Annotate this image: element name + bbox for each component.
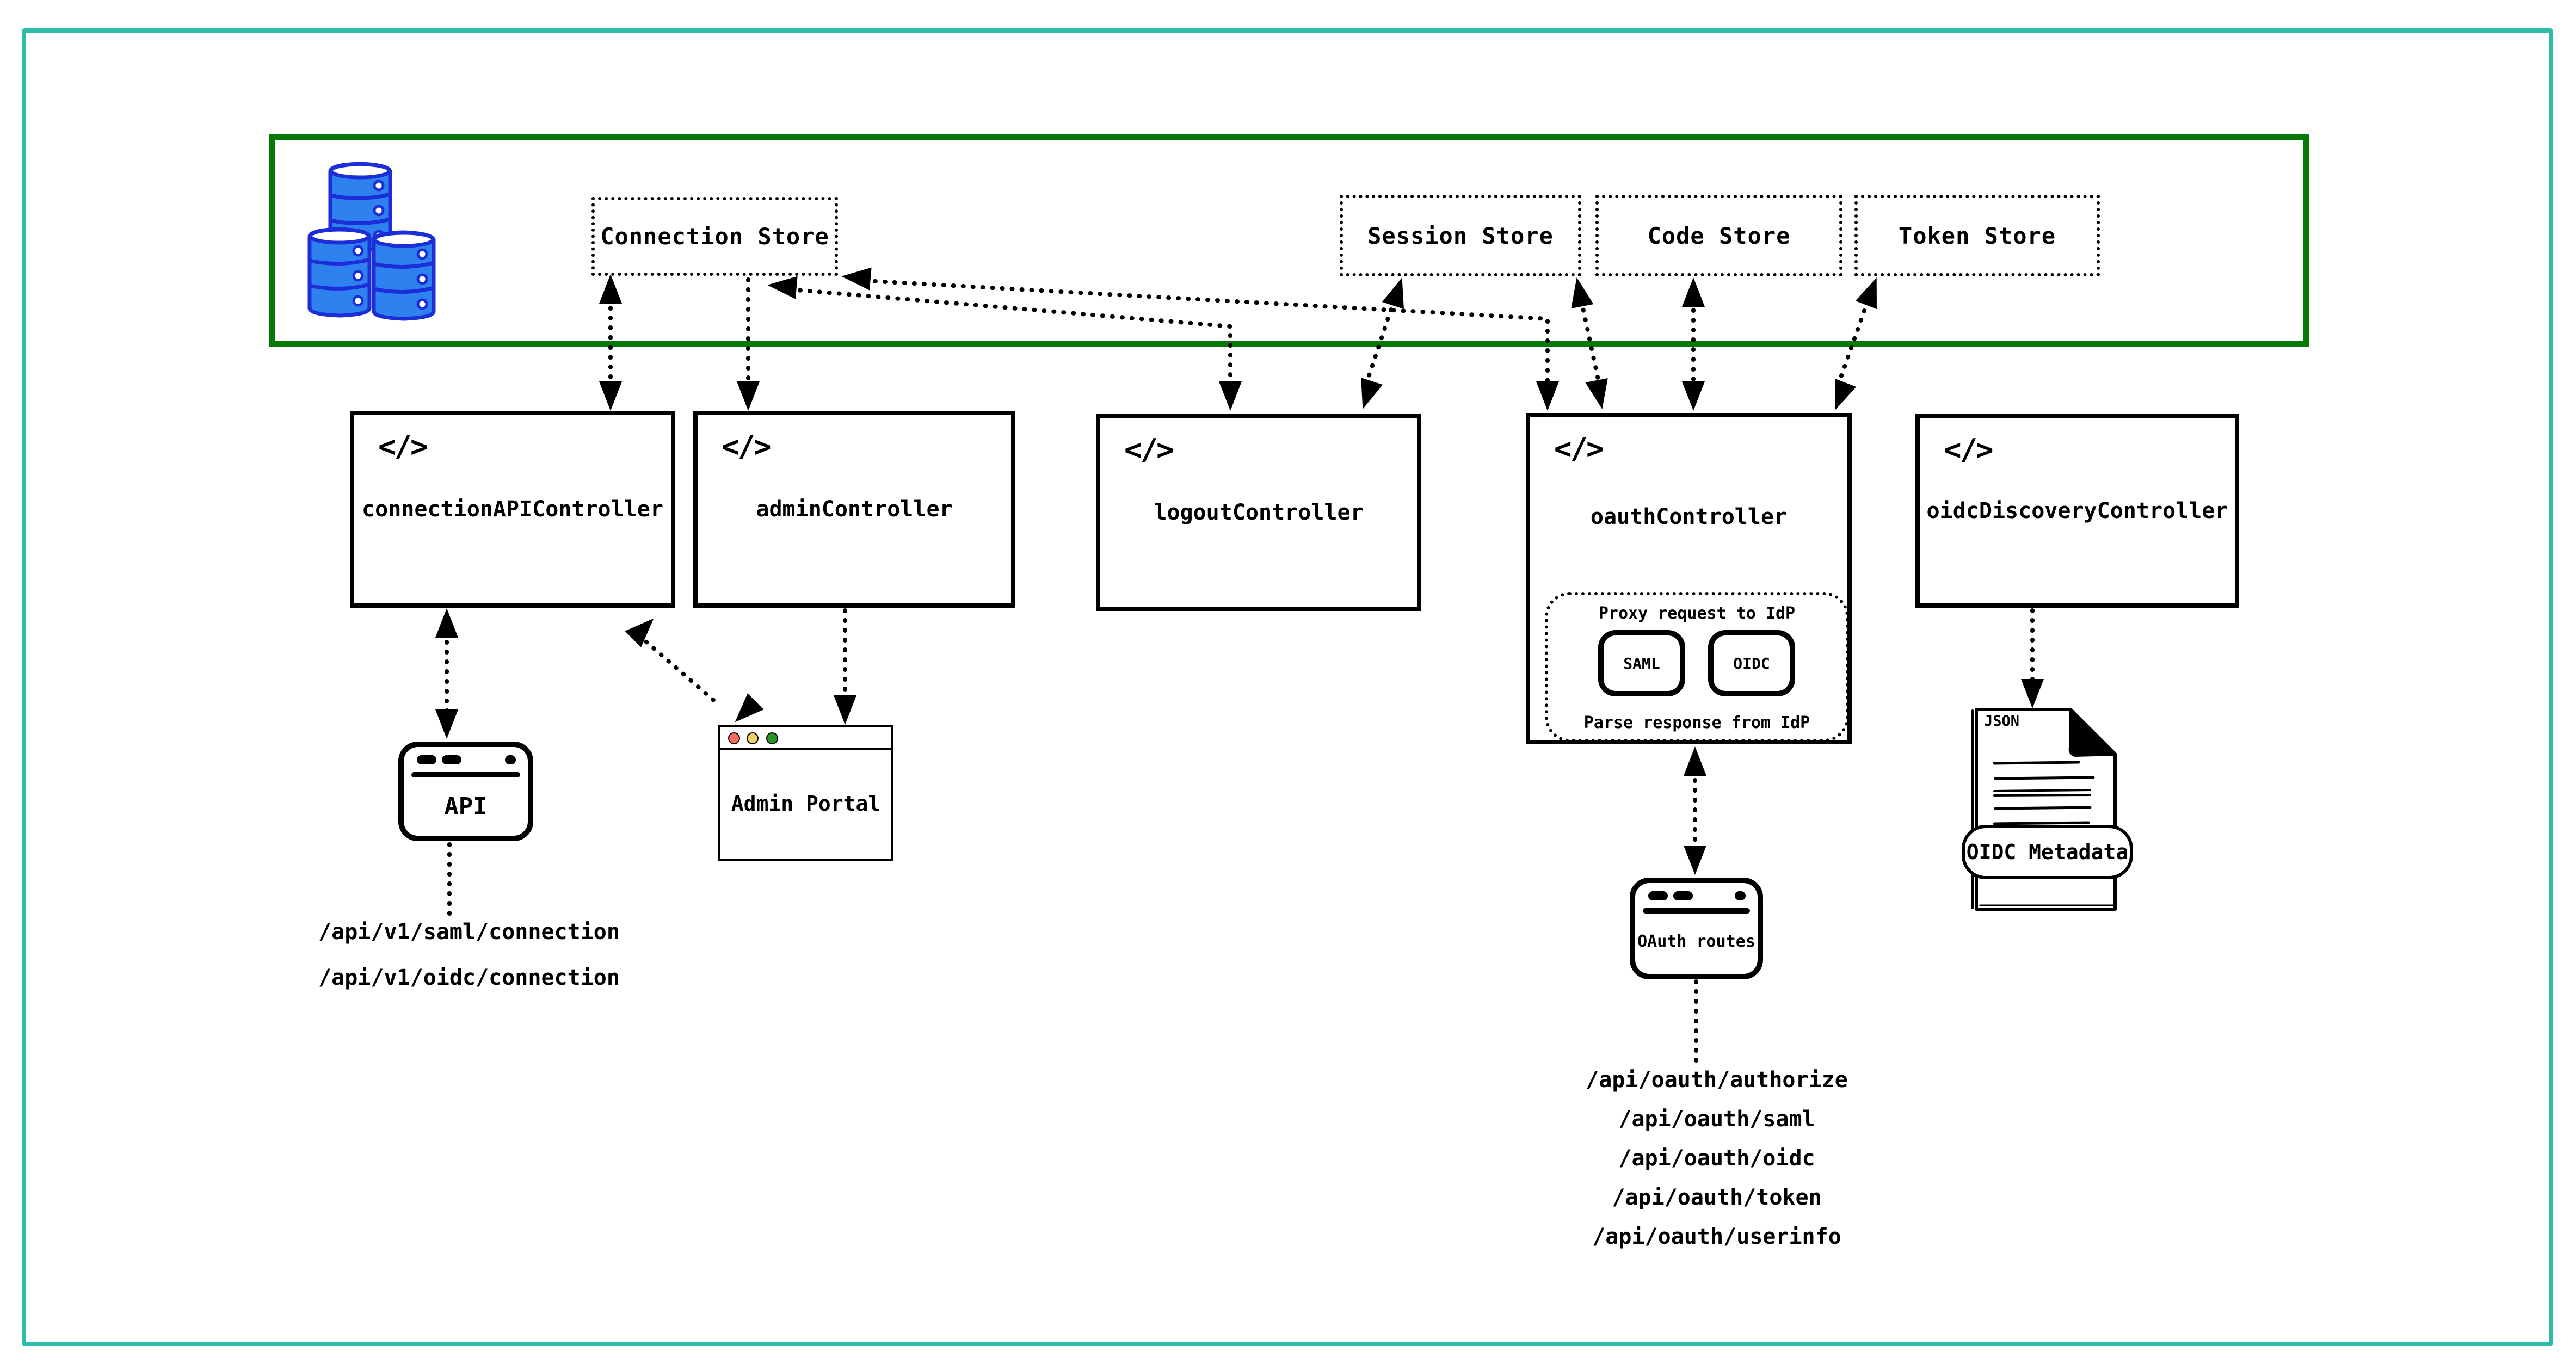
oidc-metadata-label: OIDC Metadata <box>1966 840 2129 864</box>
outer-frame <box>22 28 2553 1346</box>
oauth-endpoints: /api/oauth/authorize /api/oauth/saml /ap… <box>1554 1067 1880 1263</box>
connection-store-box: Connection Store <box>591 197 838 276</box>
close-traffic-light <box>728 732 740 744</box>
oauth-routes-label: OAuth routes <box>1637 932 1755 951</box>
oauth-controller-label: oauthController <box>1590 504 1788 529</box>
session-store-box: Session Store <box>1340 195 1581 276</box>
api-window-icon: API <box>398 742 533 841</box>
endpoint: /api/v1/saml/connection <box>318 919 620 945</box>
endpoint: /api/oauth/oidc <box>1618 1146 1815 1171</box>
endpoint: /api/oauth/token <box>1612 1185 1822 1210</box>
json-doc-label: JSON <box>1984 713 2020 730</box>
window-bar <box>411 772 520 777</box>
code-icon: </> <box>722 429 772 464</box>
endpoint: /api/oauth/saml <box>1618 1107 1815 1132</box>
admin-portal-label: Admin Portal <box>731 792 881 816</box>
proxy-request-label: Proxy request to IdP <box>1598 604 1796 623</box>
window-dot <box>1648 891 1668 900</box>
window-dot <box>442 755 461 764</box>
admin-controller-label: adminController <box>756 497 953 522</box>
oauth-routes-window-icon: OAuth routes <box>1630 878 1763 979</box>
code-icon: </> <box>1554 431 1604 466</box>
oidc-discovery-controller-box: </> oidcDiscoveryController <box>1915 414 2239 608</box>
code-store-box: Code Store <box>1595 195 1842 276</box>
token-store-box: Token Store <box>1854 195 2100 276</box>
endpoint: /api/v1/oidc/connection <box>318 965 620 990</box>
oidc-chip: OIDC <box>1708 630 1795 696</box>
oauth-controller-box: </> oauthController Proxy request to IdP… <box>1526 413 1852 744</box>
oidc-discovery-controller-label: oidcDiscoveryController <box>1926 498 2228 523</box>
admin-portal-window: Admin Portal <box>718 725 893 861</box>
connection-api-endpoints: /api/v1/saml/connection /api/v1/oidc/con… <box>306 919 632 1011</box>
connection-store-label: Connection Store <box>600 223 829 250</box>
minimize-traffic-light <box>747 732 759 744</box>
connection-api-controller-box: </> connectionAPIController <box>350 411 675 608</box>
oidc-metadata-banner: OIDC Metadata <box>1962 825 2133 879</box>
endpoint: /api/oauth/authorize <box>1586 1067 1848 1093</box>
code-icon: </> <box>1944 433 1994 467</box>
saml-chip-label: SAML <box>1623 654 1660 672</box>
admin-controller-box: </> adminController <box>693 411 1015 608</box>
window-dot <box>417 755 436 764</box>
window-dot <box>505 755 516 764</box>
saml-chip: SAML <box>1598 630 1685 696</box>
oidc-chip-label: OIDC <box>1733 654 1770 672</box>
api-window-label: API <box>444 793 488 820</box>
session-store-label: Session Store <box>1367 222 1554 249</box>
window-dot <box>1735 891 1746 900</box>
code-icon: </> <box>1124 433 1174 467</box>
code-store-label: Code Store <box>1647 222 1791 249</box>
endpoint: /api/oauth/userinfo <box>1592 1224 1841 1249</box>
parse-response-label: Parse response from IdP <box>1583 713 1810 732</box>
token-store-label: Token Store <box>1898 222 2056 249</box>
connection-api-controller-label: connectionAPIController <box>362 497 663 522</box>
zoom-traffic-light <box>766 732 778 744</box>
admin-portal-titlebar <box>720 727 891 750</box>
window-dot <box>1673 891 1693 900</box>
logout-controller-box: </> logoutController <box>1096 414 1421 611</box>
window-bar <box>1643 908 1750 914</box>
code-icon: </> <box>378 429 428 464</box>
logout-controller-label: logoutController <box>1154 500 1364 525</box>
idp-proxy-box: Proxy request to IdP SAML OIDC Parse res… <box>1545 592 1849 742</box>
